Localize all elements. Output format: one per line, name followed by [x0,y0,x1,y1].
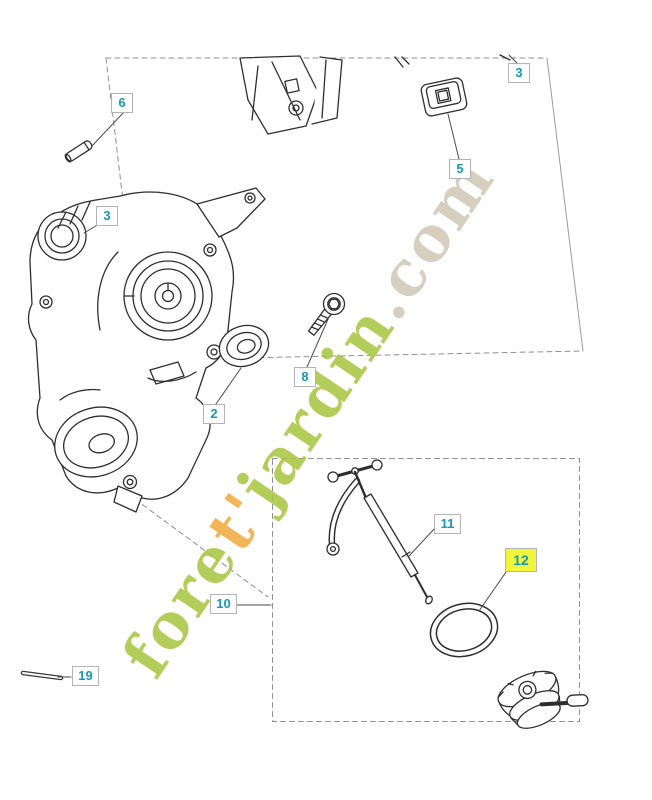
part-label-3b[interactable]: 3 [508,63,530,83]
part-label-8[interactable]: 8 [294,367,316,387]
part-label-5[interactable]: 5 [449,159,471,179]
bracket-parts-drawing [239,54,511,135]
part-label-11[interactable]: 11 [434,514,461,534]
pin-part-6-drawing [64,140,93,163]
strainer-part-drawing [497,670,589,729]
crankcase-drawing [27,187,266,513]
connector-line [127,493,269,598]
part-label-2[interactable]: 2 [203,404,225,424]
oring-part-12-drawing [429,602,499,658]
part-label-10[interactable]: 10 [210,594,237,614]
grommet-part-5-drawing [420,77,468,117]
part-label-3[interactable]: 3 [96,206,118,226]
part-19-drawing [20,670,64,681]
detail-panel-bottom [272,458,580,722]
screw-part-8-drawing [307,292,346,336]
oil-pump-part-11-drawing [326,459,433,605]
part-label-12-highlighted[interactable]: 12 [505,548,537,572]
part-label-19[interactable]: 19 [72,666,99,686]
seal-part-2-drawing [218,324,270,368]
part-label-6[interactable]: 6 [111,93,133,113]
